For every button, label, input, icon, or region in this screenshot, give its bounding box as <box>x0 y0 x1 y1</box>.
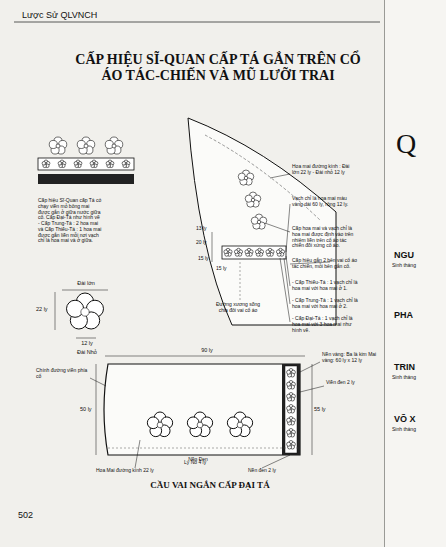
callout-note: Nền vàng: Ba là kim Mai vàng: 60 ly x 12… <box>322 352 382 364</box>
page-number: 502 <box>18 510 48 520</box>
note-text: Cấp hiệu Sĩ-Quan cấp Tá có chạy viền mỏ … <box>38 198 102 244</box>
callout-note: Cấp hoa mai và vạch chỉ là hoa mai được … <box>292 226 358 249</box>
entry-heading: TRIN <box>394 362 440 372</box>
plum-blossom <box>49 137 67 154</box>
dimension: 12 ly <box>76 340 98 346</box>
callout-note: Hoa Mai đường kính 22 ly <box>96 468 168 474</box>
dimension: 20 ly <box>196 240 212 246</box>
plum-blossom <box>276 248 284 256</box>
plum-blossom <box>105 137 123 154</box>
plum-blossom <box>287 417 296 426</box>
facing-page <box>384 0 446 547</box>
plum-blossom <box>122 160 130 168</box>
dimension-note: Đường xương sống chia đôi vai cổ áo <box>212 302 264 314</box>
plum-blossom <box>147 412 172 437</box>
callout-note: Cấp hiệu gắn 2 bên vai cổ áo tác chiến, … <box>292 258 358 270</box>
plum-blossom <box>287 381 296 390</box>
figure-caption: CẦU VAI NGẮN CẤP ĐẠI TÁ <box>110 480 310 490</box>
callout-note: Chính đường viền phía cổ <box>36 368 88 380</box>
plum-blossom <box>287 393 296 402</box>
plum-blossom <box>287 405 296 414</box>
plum-blossom <box>245 192 261 207</box>
plum-blossom <box>106 160 114 168</box>
plum-blossom <box>255 248 263 256</box>
plum-blossom <box>287 429 296 438</box>
plum-blossom <box>287 441 296 450</box>
plum-blossom <box>90 160 98 168</box>
plum-blossom <box>77 137 95 154</box>
section-letter: Q <box>396 128 436 160</box>
plum-blossom <box>224 248 232 256</box>
plum-blossom <box>67 293 104 329</box>
callout-note: Lý Nổ 4 ly <box>184 460 224 466</box>
dimension: 13 ly <box>196 226 212 232</box>
callout-note: - Cấp Thiếu-Tá : 1 vạch chỉ là hoa mai v… <box>292 280 358 292</box>
plum-blossom <box>238 170 254 185</box>
page-title: CẤP HIỆU SĨ-QUAN CẤP TÁ GẮN TRÊN CỔ ÁO T… <box>72 52 364 84</box>
callout-note: - Cấp Trung-Tá : 1 vạch chỉ là hoa mai v… <box>292 298 358 310</box>
plum-blossom <box>234 248 242 256</box>
dimension: Đài lớn <box>66 280 106 286</box>
plum-blossom <box>42 160 50 168</box>
entry-heading: VÕ X <box>394 414 440 424</box>
dimension: 22 ly <box>36 306 54 312</box>
plum-blossom <box>266 248 274 256</box>
dimension: 50 ly <box>80 406 96 412</box>
plum-blossom <box>58 160 66 168</box>
entry-text: Sinh tháng <box>392 263 442 269</box>
callout-note: - Cấp Đại-Tá : 1 vạch chỉ là hoa mai với… <box>292 316 358 333</box>
callout-note: Hoa mai đường kính : Đài lớn 22 ly - Đài… <box>292 164 358 176</box>
entry-text: Sinh tháng <box>392 427 442 433</box>
entry-heading: NGU <box>394 250 440 260</box>
plum-blossom <box>287 369 296 378</box>
plum-blossom <box>251 214 267 229</box>
dimension: 15 ly <box>216 266 232 272</box>
entry-text: Sinh tháng <box>392 375 442 381</box>
dimension: 90 ly <box>195 347 219 353</box>
callout-note: Vạch chỉ là hoa mai màu vàng dài 60 ly, … <box>292 196 358 208</box>
dimension: 15 ly <box>198 256 214 262</box>
plum-blossom <box>227 412 252 437</box>
plum-blossom <box>245 248 253 256</box>
dimension: Đài Nhỏ <box>70 349 104 355</box>
plum-blossom <box>187 412 212 437</box>
plum-blossom <box>74 160 82 168</box>
callout-note: Nền đen 2 ly <box>248 468 292 474</box>
running-header: Lược Sử QLVNCH <box>22 10 162 20</box>
entry-heading: PHA <box>394 310 440 320</box>
dimension: 55 ly <box>314 406 332 412</box>
callout-note: Viền đen 2 ly <box>326 380 370 386</box>
